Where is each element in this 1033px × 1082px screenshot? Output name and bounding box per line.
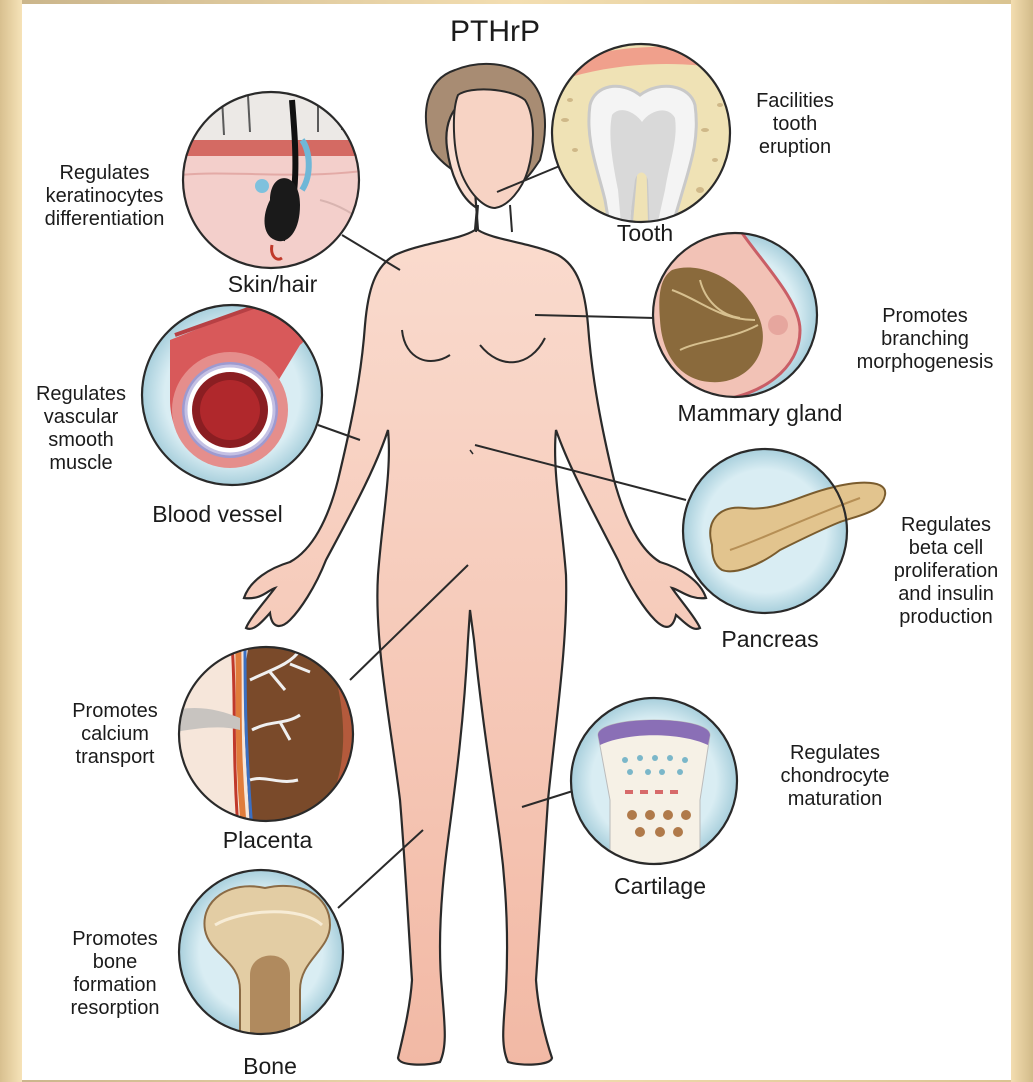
placenta-desc: Promotes calcium transport [50,700,180,769]
mammary-label: Mammary gland [655,400,865,426]
cartilage-illustration [571,698,737,870]
skin-hair-desc: Regulates keratinocytes differentiation [22,162,187,231]
placenta-label: Placenta [205,827,330,853]
mammary-illustration [650,230,817,400]
diagram-title: PTHrP [420,16,570,48]
tooth-label: Tooth [585,220,705,246]
skin-hair-illustration [180,90,370,276]
placenta-illustration [175,640,360,830]
blood-vessel-illustration [142,298,322,485]
bone-illustration [179,870,343,1040]
bone-desc: Promotes bone formation resorption [45,928,185,1020]
cartilage-desc: Regulates chondrocyte maturation [760,742,910,811]
bone-label: Bone [215,1053,325,1079]
pancreas-desc: Regulates beta cell proliferation and in… [882,514,1010,629]
pancreas-label: Pancreas [710,626,830,652]
blood-vessel-desc: Regulates vascular smooth muscle [22,383,140,475]
mammary-desc: Promotes branching morphogenesis [840,305,1010,374]
pancreas-illustration [683,449,885,613]
tooth-illustration [540,40,750,240]
blood-vessel-label: Blood vessel [135,501,300,527]
cartilage-label: Cartilage [595,873,725,899]
tooth-desc: Facilities tooth eruption [735,90,855,159]
skin-hair-label: Skin/hair [200,271,345,297]
